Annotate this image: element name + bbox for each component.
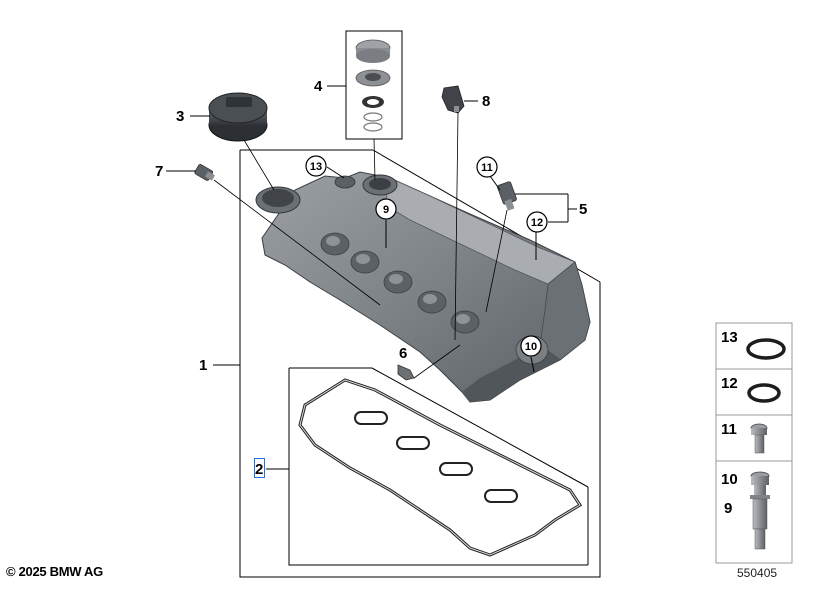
bolt-long-icon	[750, 471, 770, 550]
sensor-part-11	[497, 181, 517, 211]
callout-2[interactable]: 2	[255, 461, 263, 478]
leader-lines	[166, 85, 577, 470]
callout-labels: 3 7 4 8 1 2 6 5 13 9 11 12 10	[155, 78, 587, 478]
part-2-frame	[288, 367, 589, 566]
breather-valve-kit	[355, 39, 391, 132]
side-item-11-label: 11	[721, 421, 737, 438]
oil-filler-cap	[208, 92, 268, 142]
side-item-13-label: 13	[721, 329, 738, 346]
bolt-short-icon	[750, 423, 768, 454]
sensor-part-7	[194, 164, 215, 181]
callout-3: 3	[176, 108, 184, 125]
callout-9: 9	[383, 204, 389, 216]
side-item-10-label: 10	[721, 471, 738, 488]
callout-5: 5	[579, 201, 587, 218]
cover-gasket	[298, 378, 583, 557]
o-ring-small-icon	[747, 383, 781, 403]
clip-part-6	[397, 364, 415, 381]
selection-highlight	[254, 458, 265, 478]
assembly-lines	[213, 111, 508, 379]
callout-8: 8	[482, 93, 490, 110]
cover-part-8	[441, 85, 465, 114]
diagram-number: 550405	[737, 566, 778, 580]
callout-4: 4	[314, 78, 323, 95]
side-item-9-label: 9	[724, 500, 732, 517]
callout-10: 10	[525, 341, 537, 353]
callout-6: 6	[399, 345, 407, 362]
side-item-12-label: 12	[721, 375, 738, 392]
callout-7: 7	[155, 163, 163, 180]
callout-13: 13	[310, 161, 322, 173]
copyright-text: © 2025 BMW AG	[6, 564, 103, 579]
callout-1: 1	[199, 357, 207, 374]
callout-12: 12	[531, 217, 543, 229]
side-parts-panel: 13 12 11 10 9	[715, 322, 793, 564]
o-ring-large-icon	[746, 338, 786, 360]
callout-11: 11	[481, 162, 493, 174]
